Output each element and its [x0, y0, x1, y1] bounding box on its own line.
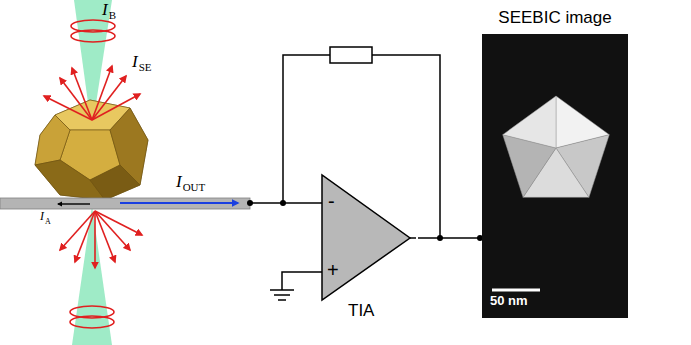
- substrate-membrane: [0, 198, 250, 209]
- output-current-label: IOUT: [176, 172, 205, 192]
- op-amp: - + TIA: [318, 168, 418, 328]
- noninverting-input: +: [327, 260, 339, 280]
- gold-particle: [35, 100, 148, 200]
- inverting-input: -: [328, 191, 335, 211]
- micrograph: [482, 34, 628, 318]
- output-current-arrow: [120, 202, 238, 204]
- junction-dot: [280, 200, 286, 206]
- circuit-wires: [250, 47, 440, 300]
- panel-title: SEEBIC image: [480, 9, 630, 26]
- particle-image: [482, 34, 628, 318]
- electron-beam: [74, 0, 112, 110]
- absorbed-current-arrow: [58, 203, 90, 204]
- output-wire: [418, 237, 480, 239]
- absorbed-current-label: IA: [40, 209, 51, 224]
- image-panel: SEEBIC image 50 nm: [480, 6, 632, 320]
- scale-bar-label: 50 nm: [490, 294, 528, 307]
- amplifier-label: TIA: [348, 302, 374, 319]
- secondary-electrons: [44, 66, 140, 120]
- secondary-electrons-exit: [60, 211, 142, 268]
- secondary-current-label: ISE: [132, 52, 152, 72]
- transmitted-beam: [72, 206, 112, 345]
- junction-dot: [247, 200, 253, 206]
- beam-current-label: IB: [102, 0, 116, 20]
